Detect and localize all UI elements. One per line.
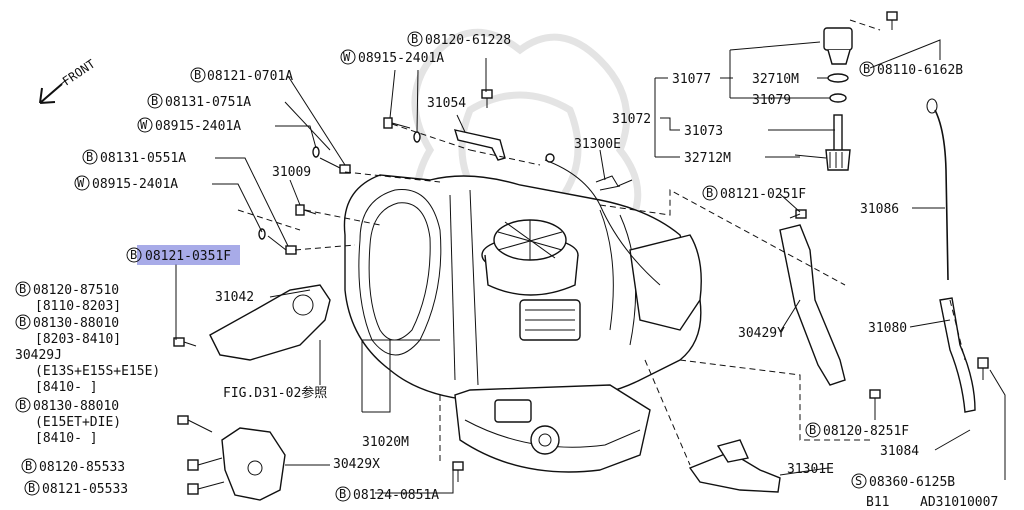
svg-text:08121-05533: 08121-05533 [42,482,128,497]
svg-text:W: W [343,50,351,64]
note-e13s: (E13S+E15S+E15E) [35,364,160,379]
label-31054[interactable]: 31054 [427,96,466,111]
label-08915-2401A-top[interactable]: W 08915-2401A [340,49,444,66]
speedometer-pinion [794,27,853,171]
washer-icon [258,131,421,240]
label-31009[interactable]: 31009 [272,165,311,180]
range-8410-a: [8410- ] [35,380,98,395]
svg-text:08360-6125B: 08360-6125B [869,475,955,490]
label-30429X[interactable]: 30429X [333,457,380,472]
label-08131-0751A[interactable]: B 08131-0751A [147,93,251,110]
label-08121-0351F[interactable]: B 08121-0351F [126,247,231,264]
label-31042[interactable]: 31042 [215,290,254,305]
label-08130-88010-a[interactable]: B 08130-88010 [15,314,119,331]
svg-text:08124-0851A: 08124-0851A [353,488,439,503]
label-31080[interactable]: 31080 [868,321,907,336]
sensor-31300E [595,175,633,191]
filler-tube-31080 [939,297,976,413]
bolt-icon [173,11,989,495]
svg-text:08121-0701A: 08121-0701A [207,69,293,84]
svg-text:B: B [25,459,32,473]
svg-text:08915-2401A: 08915-2401A [92,177,178,192]
label-08130-88010-b[interactable]: B 08130-88010 [15,397,119,414]
svg-text:B: B [339,487,346,501]
svg-text:08120-85533: 08120-85533 [39,460,125,475]
label-08121-0251F[interactable]: B 08121-0251F [702,185,806,202]
leader-lines [175,39,1006,494]
bracket-31054 [453,129,506,161]
label-31301E[interactable]: 31301E [787,462,834,477]
svg-text:08131-0551A: 08131-0551A [100,151,186,166]
label-31086[interactable]: 31086 [860,202,899,217]
assembly-lines [237,19,966,466]
svg-text:B: B [411,32,418,46]
label-08110-6162B[interactable]: B 08110-6162B [859,61,963,78]
svg-text:B: B [151,94,158,108]
label-08120-61228[interactable]: B 08120-61228 [407,31,511,48]
label-31020M[interactable]: 31020M [362,435,409,450]
svg-text:08121-0251F: 08121-0251F [720,187,806,202]
bracket-30429X [221,427,286,501]
svg-text:B: B [194,68,201,82]
svg-text:B: B [19,282,26,296]
transmission-assembly [343,153,702,473]
svg-text:08110-6162B: 08110-6162B [877,63,963,78]
svg-text:08120-61228: 08120-61228 [425,33,511,48]
page-code: B11 [866,495,889,510]
label-31072[interactable]: 31072 [612,112,651,127]
dipstick-31086 [934,109,949,281]
svg-text:08130-88010: 08130-88010 [33,316,119,331]
svg-text:B: B [19,315,26,329]
figure-reference: FIG.D31-02参照 [223,385,327,401]
svg-text:08120-8251F: 08120-8251F [823,424,909,439]
label-08120-85533[interactable]: B 08120-85533 [21,458,125,475]
label-31300E[interactable]: 31300E [574,137,621,152]
label-30429Y[interactable]: 30429Y [738,326,785,341]
svg-text:08915-2401A: 08915-2401A [155,119,241,134]
svg-text:B: B [86,150,93,164]
label-08360-6125B[interactable]: S 08360-6125B [851,473,955,490]
svg-text:08120-87510: 08120-87510 [33,283,119,298]
svg-text:08915-2401A: 08915-2401A [358,51,444,66]
label-31077[interactable]: 31077 [672,72,711,87]
svg-text:B: B [809,423,816,437]
label-08131-0551A[interactable]: B 08131-0551A [82,149,186,166]
label-08915-2401A-low[interactable]: W 08915-2401A [74,175,178,192]
svg-text:08121-0351F: 08121-0351F [145,249,231,264]
svg-text:B: B [28,481,35,495]
label-31079[interactable]: 31079 [752,93,791,108]
svg-text:B: B [706,186,713,200]
label-08124-0851A[interactable]: B 08124-0851A [335,486,439,503]
svg-text:W: W [140,118,148,132]
range-8110-8203: [8110-8203] [35,299,121,314]
selected-part-highlight [137,245,240,265]
label-31084[interactable]: 31084 [880,444,919,459]
label-32710M[interactable]: 32710M [752,72,799,87]
front-label: FRONT [60,57,98,89]
label-32712M[interactable]: 32712M [684,151,731,166]
svg-text:B: B [19,398,26,412]
label-08120-8251F[interactable]: B 08120-8251F [805,422,909,439]
svg-text:B: B [863,62,870,76]
label-08121-05533[interactable]: B 08121-05533 [24,480,128,497]
note-e15et: (E15ET+DIE) [35,415,121,430]
svg-text:08131-0751A: 08131-0751A [165,95,251,110]
range-8203-8410: [8203-8410] [35,332,121,347]
label-30429J[interactable]: 30429J [15,348,62,363]
range-8410-b: [8410- ] [35,431,98,446]
front-arrow-icon [39,79,67,104]
label-08915-2401A-mid[interactable]: W 08915-2401A [137,117,241,134]
cover-plate-31042 [209,284,331,361]
svg-text:S: S [855,474,862,488]
svg-text:08130-88010: 08130-88010 [33,399,119,414]
label-08120-87510[interactable]: B 08120-87510 [15,281,119,298]
bracket-30429Y [779,224,846,386]
svg-text:W: W [77,176,85,190]
svg-text:B: B [130,248,137,262]
label-31073[interactable]: 31073 [684,124,723,139]
drawing-number: AD31010007 [920,495,998,510]
label-08121-0701A[interactable]: B 08121-0701A [190,67,293,84]
